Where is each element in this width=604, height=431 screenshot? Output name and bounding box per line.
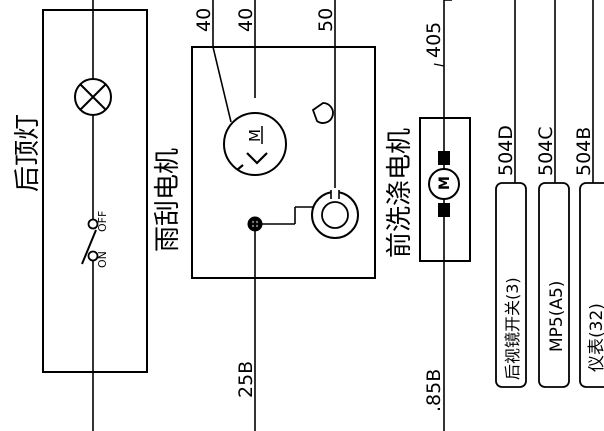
- switch-lever: [81, 229, 97, 265]
- wiper-motor-symbol: [223, 112, 287, 176]
- wire-85b-label: .85B: [423, 369, 445, 412]
- cluster-connector: [579, 182, 604, 388]
- mp5-connector: [538, 182, 570, 388]
- ground-connector: [247, 216, 263, 232]
- wire-405-label: 405: [423, 22, 445, 58]
- motor-m-label: M: [246, 129, 264, 142]
- washer-brush-top: [438, 151, 450, 165]
- park-cam-symbol: [311, 102, 334, 124]
- switch-off-label: OFF: [96, 211, 109, 232]
- switch-contact-bottom: [87, 250, 99, 262]
- park-switch-notch: [331, 188, 339, 200]
- wire-504d-label: 504D: [495, 125, 517, 176]
- wiper-motor-label: 雨刮电机: [153, 148, 183, 252]
- wire-40-b-label: 40: [235, 8, 257, 32]
- washer-motor-label: 前洗涤电机: [385, 128, 415, 258]
- cluster-label: 仪表(32): [587, 303, 604, 372]
- wire-50-label: 50: [315, 8, 337, 32]
- motor-internal-link: [212, 46, 232, 123]
- switch-contact-top: [87, 218, 99, 230]
- wire-25b-label: 25B: [235, 361, 257, 398]
- rear-dome-lamp-label: 后顶灯: [13, 114, 43, 192]
- mirror-switch-connector: [495, 182, 527, 388]
- washer-motor-symbol: [428, 168, 460, 200]
- wire-40-a-label: 40: [193, 8, 215, 32]
- washer-brush-bottom: [438, 203, 450, 217]
- wire-405-leader: [433, 63, 445, 67]
- switch-on-label: ON: [96, 251, 109, 268]
- switch-gap: [89, 226, 97, 256]
- wire-504b-label: 504B: [573, 127, 595, 176]
- rear-dome-lamp-box: [42, 9, 148, 373]
- wire-504c-label: 504C: [535, 126, 557, 176]
- motor-dash: [236, 164, 244, 171]
- mirror-switch-label: 后视镜开关(3): [503, 277, 522, 380]
- lamp-cross-b: [79, 83, 107, 111]
- mp5-label: MP5(A5): [547, 281, 567, 352]
- washer-motor-m-label: M: [437, 176, 453, 190]
- motor-chevron: [246, 152, 268, 165]
- park-switch-inner: [321, 201, 349, 229]
- wiper-motor-box: [191, 46, 376, 279]
